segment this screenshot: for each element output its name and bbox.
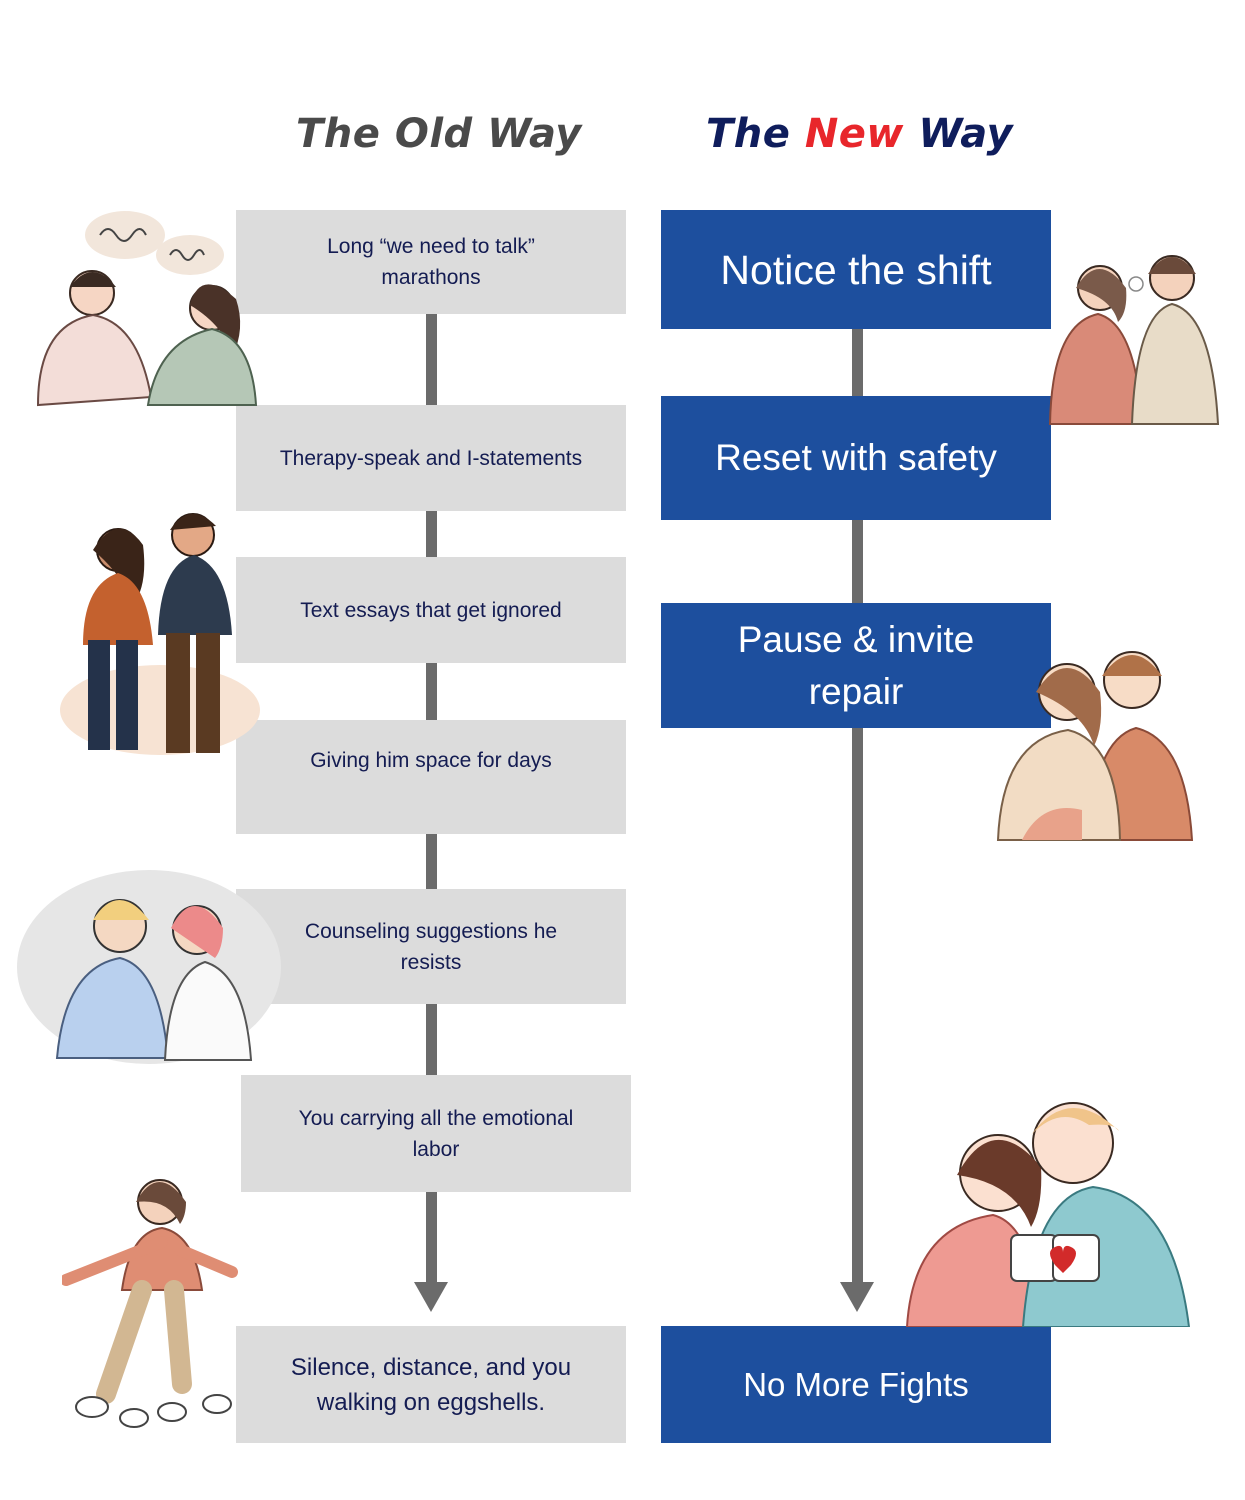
upset-couple-icon — [1048, 255, 1220, 425]
old-step-7: Silence, distance, and you walking on eg… — [236, 1326, 626, 1443]
arguing-couple-icon — [36, 211, 258, 407]
old-connector — [426, 1004, 437, 1076]
new-connector — [852, 520, 863, 604]
old-way-heading: The Old Way — [296, 111, 582, 157]
new-way-heading-suffix: Way — [903, 111, 1014, 157]
old-connector — [426, 1192, 437, 1284]
new-connector — [852, 329, 863, 396]
new-arrowhead — [840, 1282, 874, 1312]
walking-on-eggshells-icon — [62, 1179, 238, 1428]
comforting-couple-icon — [996, 651, 1194, 841]
new-way-heading-prefix: The — [706, 111, 805, 157]
old-step-3: Text essays that get ignored — [236, 557, 626, 663]
old-step-2: Therapy-speak and I-statements — [236, 405, 626, 511]
coffee-couple-icon — [905, 1102, 1191, 1327]
old-step-6: You carrying all the emotional labor — [241, 1075, 631, 1192]
new-step-4: No More Fights — [661, 1326, 1051, 1443]
new-step-1: Notice the shift — [661, 210, 1051, 329]
old-connector — [426, 663, 437, 721]
old-connector — [426, 314, 437, 406]
fighting-couple-icon — [60, 513, 260, 755]
old-connector — [426, 511, 437, 558]
new-way-heading: The New Way — [706, 104, 1013, 164]
new-step-2: Reset with safety — [661, 396, 1051, 520]
back-to-back-couple-icon — [17, 870, 281, 1064]
old-connector — [426, 834, 437, 890]
new-connector — [852, 728, 863, 1284]
new-step-3: Pause & invite repair — [661, 603, 1051, 728]
old-arrowhead — [414, 1282, 448, 1312]
old-step-1: Long “we need to talk” marathons — [236, 210, 626, 314]
new-way-heading-accent: New — [804, 111, 904, 157]
old-step-5: Counseling suggestions he resists — [236, 889, 626, 1004]
old-step-4: Giving him space for days — [236, 720, 626, 834]
